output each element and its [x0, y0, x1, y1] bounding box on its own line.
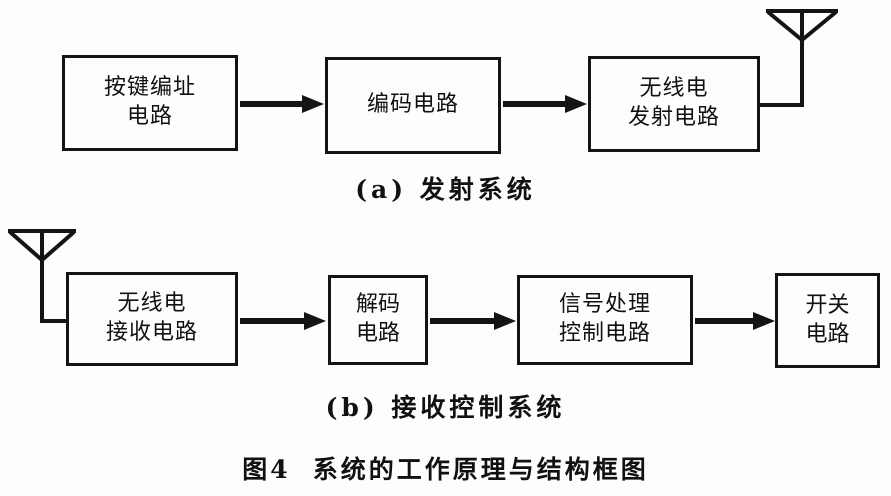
arrow-receiver-to-decoder: [240, 312, 326, 330]
figure-title: 图4 系统的工作原理与结构框图: [0, 450, 891, 486]
block-label-line: 电路: [126, 104, 173, 129]
receive-antenna-feed-wire-vertical: [40, 255, 44, 323]
transmit-antenna-icon: [764, 8, 840, 42]
block-label-line: 编码电路: [366, 92, 459, 118]
block-label-line: 开关: [805, 292, 850, 318]
arrow-head: [753, 312, 775, 330]
block-signal-processing-control-circuit[interactable]: 信号处理 控制电路: [517, 275, 693, 365]
arrow-shaft: [695, 318, 755, 324]
antenna-feed-wire-vertical: [800, 33, 804, 105]
block-label-line: 控制电路: [558, 321, 651, 346]
arrow-head: [302, 95, 324, 113]
arrow-head: [565, 95, 587, 113]
block-label-line: 电路: [805, 321, 850, 347]
arrow-decoder-to-signal-processing: [430, 312, 516, 330]
block-decoder-circuit[interactable]: 解码 电路: [328, 275, 428, 365]
block-label-line: 无线电: [117, 291, 187, 317]
block-label-line: 电路: [355, 321, 400, 346]
figure-title-text: 系统的工作原理与结构框图: [312, 455, 649, 484]
arrow-head: [304, 312, 326, 330]
arrow-shaft: [240, 318, 306, 324]
caption-receiving-control-system: (b) 接收控制系统: [325, 393, 566, 422]
block-label-line: 无线电: [639, 76, 709, 102]
block-switch-circuit[interactable]: 开关 电路: [775, 273, 880, 368]
arrow-head: [494, 312, 516, 330]
block-key-address-circuit[interactable]: 按键编址 电路: [62, 55, 238, 151]
block-label-line: 接收电路: [105, 320, 198, 345]
figure-number: 图4: [242, 455, 291, 484]
caption-transmitting-system: (a) 发射系统: [355, 175, 536, 204]
arrow-key-address-to-encoder: [240, 95, 324, 113]
arrow-shaft: [430, 318, 496, 324]
arrow-shaft: [240, 101, 304, 107]
block-label-line: 发射电路: [627, 105, 720, 130]
block-label-line: 解码: [355, 292, 400, 318]
block-encoder-circuit[interactable]: 编码电路: [325, 57, 501, 154]
receive-antenna-feed-wire-horizontal: [40, 319, 72, 323]
arrow-signal-processing-to-switch: [695, 312, 775, 330]
block-radio-receive-circuit[interactable]: 无线电 接收电路: [66, 272, 238, 366]
antenna-feed-wire-horizontal: [758, 103, 804, 107]
arrow-shaft: [503, 101, 567, 107]
block-radio-transmit-circuit[interactable]: 无线电 发射电路: [588, 56, 760, 152]
arrow-encoder-to-transmitter: [503, 95, 587, 113]
block-label-line: 按键编址: [103, 75, 196, 101]
block-label-line: 信号处理: [558, 292, 651, 318]
